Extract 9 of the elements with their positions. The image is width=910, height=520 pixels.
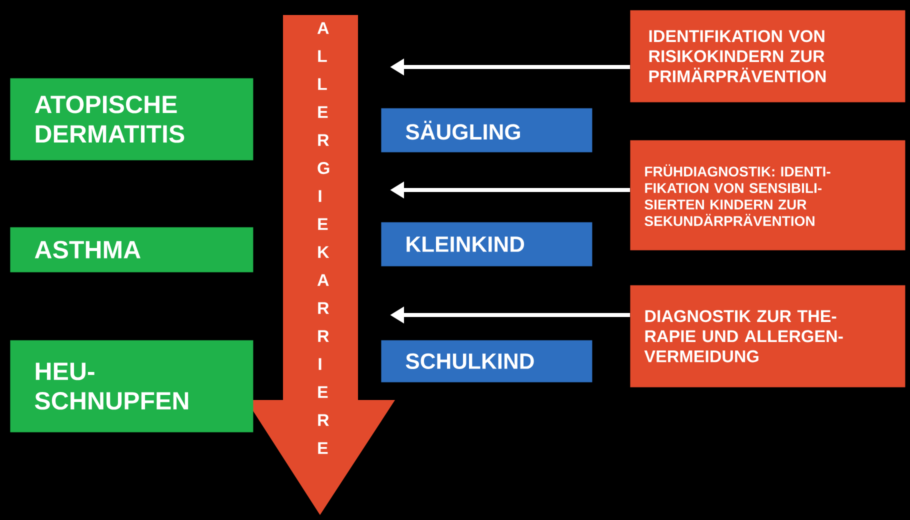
note-box: DIAGNOSTIK ZUR THE- RAPIE UND ALLERGEN- VERMEIDUNG [630,285,906,388]
age-box: SCHULKIND [381,340,592,382]
age-box: KLEINKIND [381,222,592,266]
condition-box: ATOPISCHE DERMATITIS [10,78,254,160]
note-box: FRÜHDIAGNOSTIK: IDENTI- FIKATION VON SENSIBILI- SIERTEN KINDERN ZUR SEKUNDÄRPRÄVENTION [630,140,906,250]
condition-box: HEU- SCHNUPFEN [10,340,254,432]
condition-box: ASTHMA [10,227,254,272]
note-box: IDENTIFIKATION VON RISIKOKINDERN ZUR PRIMÄRPRÄVENTION [630,10,906,102]
age-box: SÄUGLING [381,108,592,152]
